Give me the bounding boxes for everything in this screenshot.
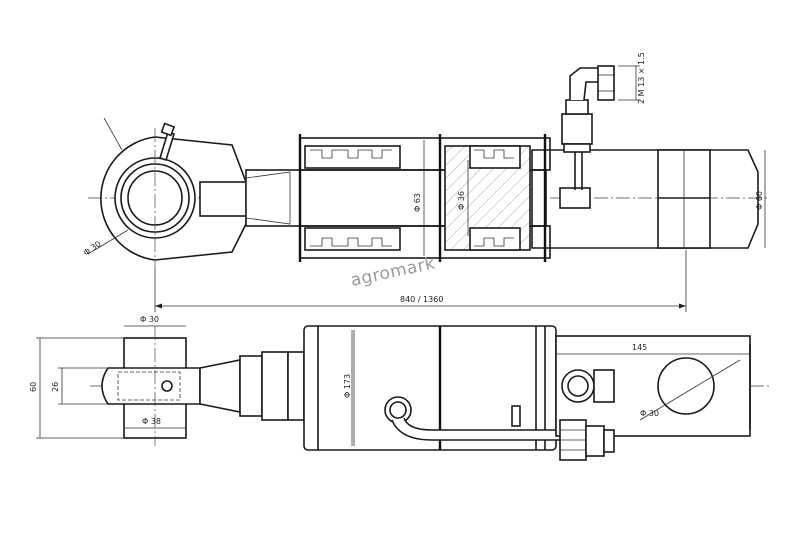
dim-height-outer: 60 [29,382,38,392]
dim-piston-inner: Φ 36 [457,191,466,210]
dim-pin-bottom: Φ 38 [142,417,161,426]
dim-fitting-thread: 2 M 13 × 1.5 [637,52,646,104]
dim-barrel: Φ 173 [343,374,352,398]
dim-end-block: Φ 60 [755,191,764,210]
watermark: agromark [349,253,437,290]
dim-eye-bore: Φ 30 [82,239,103,257]
section-view [87,65,770,312]
dim-height-inner: 26 [51,382,60,392]
dim-pin-top: Φ 30 [140,315,159,324]
dim-length: 840 / 1360 [400,295,443,304]
dim-end-hole: Φ 30 [640,409,659,418]
dim-stroke-block: 145 [632,343,647,352]
end-block [531,149,759,249]
rod-eye [100,136,247,261]
dim-piston-rod: Φ 63 [413,193,422,212]
side-view [36,325,770,461]
